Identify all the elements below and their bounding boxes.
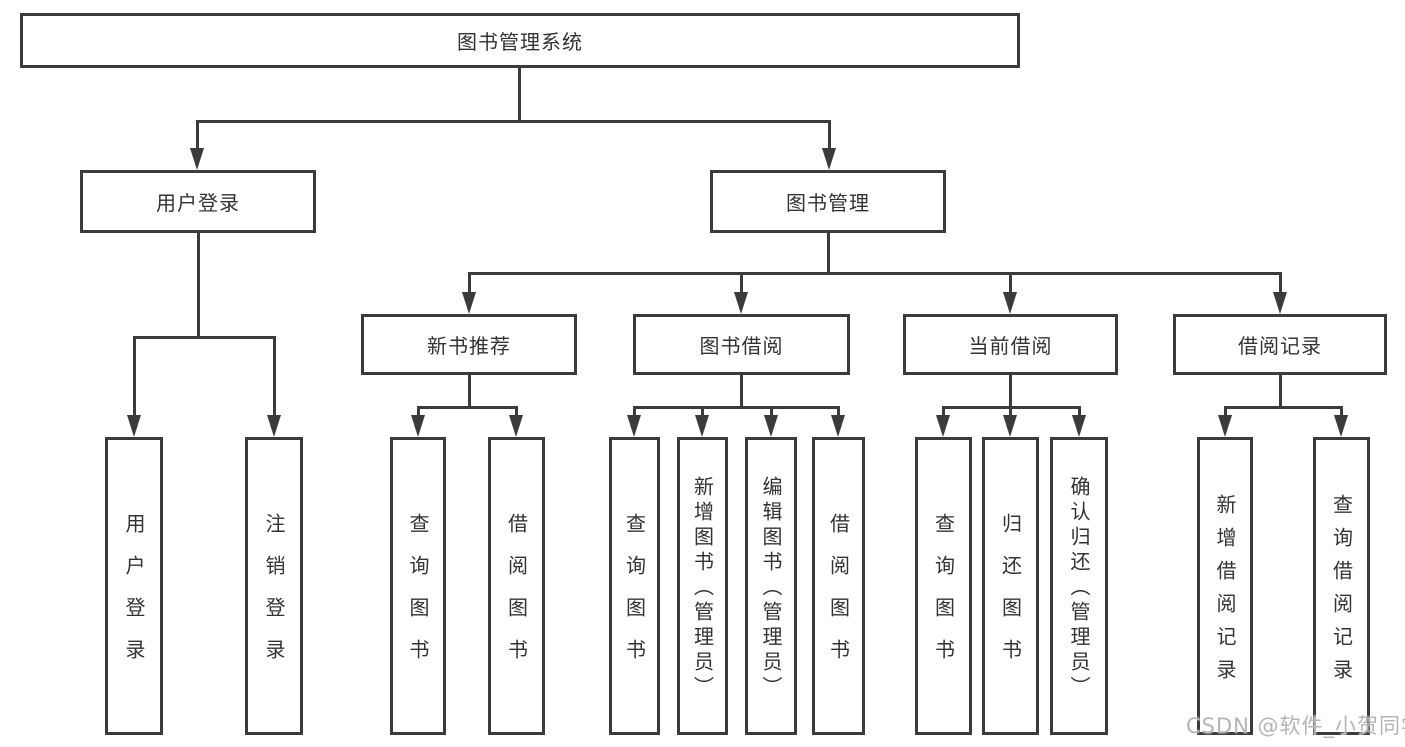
node-current-borrowing: 当前借阅 <box>903 314 1118 375</box>
node-label: 当前借阅 <box>968 334 1053 358</box>
connector-root-bus <box>197 120 831 123</box>
connector-drop <box>1009 272 1012 292</box>
node-user-login-action: 用户登录 <box>105 437 163 735</box>
connector-drop <box>1009 406 1012 416</box>
node-label: 用户登录 <box>156 191 240 215</box>
node-borrowing-records: 借阅记录 <box>1173 314 1387 375</box>
node-library-management-system: 图书管理系统 <box>20 13 1020 68</box>
arrow-down-icon <box>411 415 425 437</box>
connector-drop <box>273 336 276 415</box>
connector-user-login-bus <box>134 336 275 339</box>
node-query-books-borrowing: 查询图书 <box>609 437 660 735</box>
node-add-borrow-record: 新增借阅记录 <box>1197 437 1253 735</box>
node-label: 查询图书 <box>931 513 956 681</box>
arrow-down-icon <box>1218 415 1232 437</box>
arrow-down-icon <box>831 415 845 437</box>
csdn-watermark: CSDN @软件_小贺同学 <box>1186 714 1405 738</box>
connector-borrowing-records-stem <box>1279 373 1282 406</box>
node-label: 查询图书 <box>406 513 430 681</box>
connector-drop <box>942 406 945 416</box>
node-label: 新书推荐 <box>427 334 511 358</box>
node-query-books-recommend: 查询图书 <box>390 437 446 735</box>
arrow-down-icon <box>627 415 641 437</box>
arrow-down-icon <box>1003 415 1017 437</box>
node-logout-action: 注销登录 <box>245 437 303 735</box>
arrow-down-icon <box>695 415 709 437</box>
node-label: 查询图书 <box>622 513 647 681</box>
connector-drop <box>515 406 518 416</box>
node-add-books-admin: 新增图书（管理员） <box>677 437 728 735</box>
node-label: 图书管理 <box>786 191 870 215</box>
node-label: 编辑图书（管理员） <box>759 476 783 701</box>
node-label: 归还图书 <box>998 513 1023 681</box>
connector-root-stem <box>518 66 521 120</box>
connector-drop <box>417 406 420 416</box>
node-label: 注销登录 <box>262 513 286 681</box>
connector-drop <box>1340 406 1343 416</box>
connector-book-management-stem <box>827 231 830 272</box>
node-label: 确认归还（管理员） <box>1067 476 1091 701</box>
arrow-down-icon <box>462 292 476 314</box>
arrow-down-icon <box>1003 292 1017 314</box>
connector-new-book-bus <box>418 406 517 409</box>
node-label: 借阅图书 <box>826 513 851 681</box>
connector-book-borrowing-stem <box>740 373 743 406</box>
node-label: 借阅记录 <box>1238 334 1322 358</box>
arrow-down-icon <box>936 415 950 437</box>
arrow-down-icon <box>190 148 204 170</box>
node-label: 用户登录 <box>122 513 146 681</box>
node-confirm-return-admin: 确认归还（管理员） <box>1050 437 1108 735</box>
arrow-down-icon <box>734 292 748 314</box>
arrow-down-icon <box>1334 415 1348 437</box>
connector-drop <box>1279 272 1282 292</box>
node-book-management: 图书管理 <box>710 170 946 233</box>
node-label: 新增图书（管理员） <box>690 476 715 701</box>
node-book-borrowing: 图书借阅 <box>633 314 850 375</box>
connector-drop-book-management <box>828 120 831 148</box>
connector-drop <box>1224 406 1227 416</box>
node-borrow-books-borrowing: 借阅图书 <box>812 437 865 735</box>
connector-book-management-bus <box>469 272 1281 275</box>
arrow-down-icon <box>764 415 778 437</box>
node-label: 新增借阅记录 <box>1213 493 1237 692</box>
node-label: 借阅图书 <box>504 513 529 681</box>
arrow-down-icon <box>267 415 281 437</box>
node-label: 图书管理系统 <box>457 30 583 54</box>
node-edit-books-admin: 编辑图书（管理员） <box>745 437 797 735</box>
connector-new-book-stem <box>468 373 471 406</box>
node-return-books: 归还图书 <box>982 437 1039 735</box>
arrow-down-icon <box>822 148 836 170</box>
node-borrow-books-recommend: 借阅图书 <box>488 437 545 735</box>
node-user-login: 用户登录 <box>80 170 316 233</box>
connector-drop <box>1078 406 1081 416</box>
connector-drop-user-login <box>196 120 199 148</box>
connector-borrowing-records-bus <box>1225 406 1342 409</box>
node-query-borrow-record: 查询借阅记录 <box>1313 437 1370 735</box>
node-query-books-current: 查询图书 <box>915 437 972 735</box>
connector-book-borrowing-bus <box>634 406 839 409</box>
arrow-down-icon <box>1273 292 1287 314</box>
connector-drop <box>701 406 704 416</box>
connector-drop <box>133 336 136 415</box>
connector-user-login-stem <box>197 231 200 336</box>
node-label: 查询借阅记录 <box>1329 493 1354 692</box>
connector-drop <box>837 406 840 416</box>
connector-drop <box>740 272 743 292</box>
connector-drop <box>633 406 636 416</box>
node-label: 图书借阅 <box>699 334 784 358</box>
connector-current-borrowing-stem <box>1009 373 1012 406</box>
node-new-book-recommendation: 新书推荐 <box>361 314 577 375</box>
connector-drop <box>770 406 773 416</box>
arrow-down-icon <box>509 415 523 437</box>
connector-drop <box>468 272 471 292</box>
arrow-down-icon <box>1072 415 1086 437</box>
arrow-down-icon <box>127 415 141 437</box>
